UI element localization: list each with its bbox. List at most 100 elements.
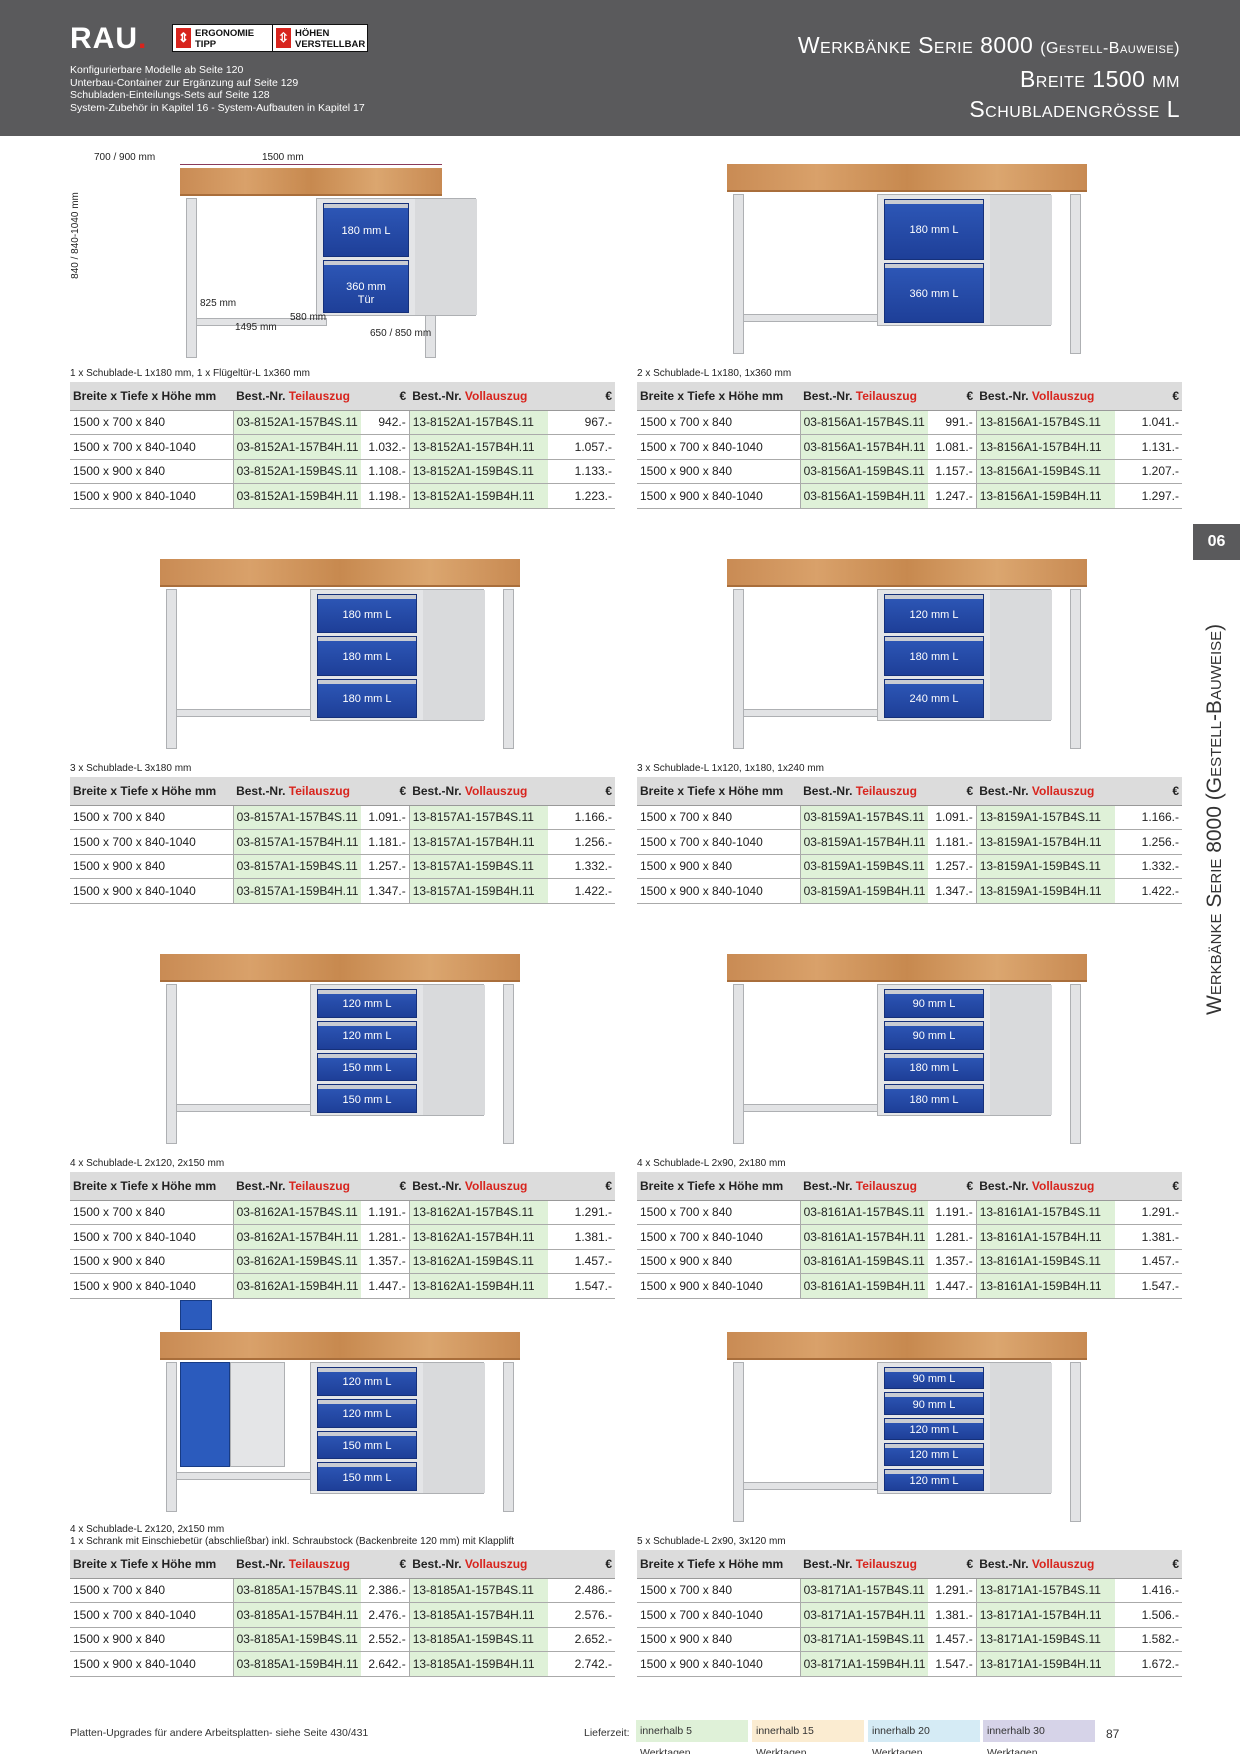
product-caption: 3 x Schublade-L 3x180 mm [70,763,615,777]
cell-dimensions: 1500 x 900 x 840 [637,1249,801,1274]
dimension-height: 840 / 840-1040 mm [69,192,81,279]
drawer-handle [318,1463,416,1468]
drawer-front: 180 mm L [884,1084,984,1113]
page-subtitle-drawer: Schubladengrösse L [969,96,1180,122]
caption-line: 5 x Schublade-L 2x90, 3x120 mm [637,1536,786,1547]
drawer-front: 180 mm L [317,594,417,634]
chapter-tab: 06 [1193,524,1240,560]
drawer-label: 90 mm L [912,998,956,1011]
cell-price: 1.291.- [928,1578,977,1603]
col-teilauszug: Best.-Nr. Teilauszug [800,777,929,806]
cell-price: 1.357.- [928,1249,977,1274]
frame-leg [1070,589,1081,749]
drawer-handle [318,1368,416,1372]
cell-order-number: 03-8152A1-159B4S.11 [232,459,362,484]
cell-dimensions: 1500 x 900 x 840-1040 [637,1651,801,1677]
cell-order-number: 03-8171A1-159B4S.11 [799,1627,929,1652]
cell-price: 1.457.- [1115,1249,1182,1274]
cell-price: 942.- [361,410,410,435]
drawer-label: 120 mm L [909,608,959,621]
drawer-handle [885,200,983,204]
drawer-label: 180 mm L [909,1093,959,1106]
cell-price: 1.207.- [1115,459,1182,484]
cell-order-number: 03-8162A1-159B4S.11 [232,1249,362,1274]
col-dimensions: Breite x Tiefe x Höhe mm [70,1172,234,1201]
product-caption: 2 x Schublade-L 1x180, 1x360 mm [637,368,1182,382]
cabinet-side-panel [423,985,485,1115]
drawer-front: 150 mm L [317,1052,417,1082]
drawer-front: 180 mm L [317,636,417,676]
cabinet-side-panel [990,985,1052,1115]
cell-price: 1.157.- [928,459,977,484]
dimension-width: 1500 mm [262,152,304,163]
cell-dimensions: 1500 x 700 x 840-1040 [637,434,801,460]
cell-order-number: 03-8159A1-157B4H.11 [799,829,929,855]
cell-price: 2.742.- [548,1651,615,1677]
cabinet-side-panel [990,1363,1052,1493]
col-price-voll: € [1115,777,1182,806]
cell-order-number: 13-8152A1-159B4S.11 [408,459,549,484]
worktop [727,559,1087,587]
drawer-handle [885,1368,983,1372]
cell-dimensions: 1500 x 700 x 840-1040 [637,829,801,855]
cell-price: 991.- [928,410,977,435]
cell-price: 1.133.- [548,459,615,484]
cell-order-number: 13-8157A1-157B4H.11 [408,829,549,855]
cell-price: 1.447.- [361,1273,410,1299]
drawer-handle [324,260,408,265]
drawer-label: 360 mm Tür [346,281,386,307]
drawer-front: 120 mm L [884,1443,984,1466]
drawer-front: 180 mm L [317,678,417,718]
drawer-front: 120 mm L [317,1398,417,1428]
cell-price: 1.332.- [548,854,615,879]
cell-dimensions: 1500 x 900 x 840-1040 [637,1273,801,1299]
cell-order-number: 13-8152A1-159B4H.11 [408,483,549,509]
cell-order-number: 03-8161A1-159B4H.11 [799,1273,929,1299]
cell-price: 1.416.- [1115,1578,1182,1603]
vise-cabinet [180,1362,230,1467]
cell-price: 1.198.- [361,483,410,509]
cell-order-number: 13-8171A1-157B4S.11 [975,1578,1116,1603]
cell-order-number: 03-8171A1-157B4H.11 [799,1602,929,1628]
col-vollauszug: Best.-Nr. Vollauszug [976,1550,1116,1579]
drawer-front: 360 mm Tür [323,259,409,313]
cell-price: 1.582.- [1115,1627,1182,1652]
drawer-label: 180 mm L [909,650,959,663]
cell-order-number: 13-8157A1-159B4H.11 [408,878,549,904]
cell-price: 1.291.- [1115,1200,1182,1225]
drawer-label: 120 mm L [342,998,392,1011]
cell-price: 1.191.- [928,1200,977,1225]
col-teilauszug: Best.-Nr. Teilauszug [233,382,362,411]
cell-price: 1.166.- [548,805,615,830]
col-price-voll: € [548,382,615,411]
drawer-handle [885,990,983,994]
drawer-handle [885,1469,983,1474]
cell-order-number: 13-8161A1-159B4S.11 [975,1249,1116,1274]
cell-price: 1.181.- [928,829,977,855]
cell-order-number: 13-8162A1-157B4H.11 [408,1224,549,1250]
col-vollauszug: Best.-Nr. Vollauszug [409,777,549,806]
frame-leg [503,1362,514,1512]
col-teilauszug: Best.-Nr. Teilauszug [233,1172,362,1201]
drawer-label: 90 mm L [912,1373,956,1386]
frame-leg [166,984,177,1144]
